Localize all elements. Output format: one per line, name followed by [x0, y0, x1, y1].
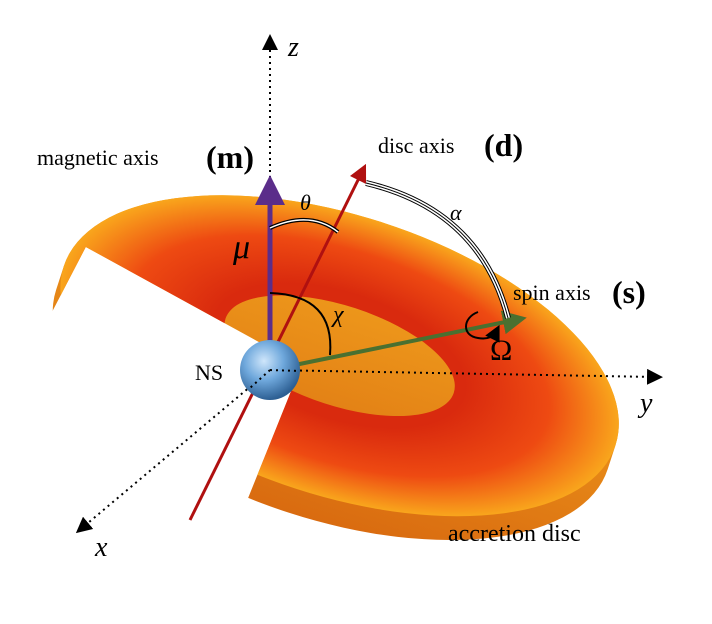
magnetic-axis-symbol: (m): [206, 139, 254, 175]
omega-label: Ω: [490, 334, 512, 367]
y-label: y: [637, 388, 653, 419]
magnetic-axis-label: magnetic axis: [37, 145, 159, 170]
spin-axis-label: spin axis: [513, 280, 591, 305]
z-label: z: [287, 32, 299, 63]
y-axis: [269, 368, 663, 385]
ns-label: NS: [195, 360, 223, 385]
disc-axis-label: disc axis: [378, 133, 454, 158]
accretion-disc-label: accretion disc: [448, 521, 581, 547]
spin-axis-symbol: (s): [612, 274, 646, 310]
x-axis: [75, 369, 271, 534]
disc-axis-symbol: (d): [484, 127, 523, 163]
omega-rotation-icon: [465, 311, 500, 343]
chi-label: χ: [331, 302, 345, 328]
mu-label: μ: [232, 229, 250, 266]
x-label: x: [94, 532, 108, 563]
alpha-label: α: [450, 200, 462, 225]
chi-arc: [269, 292, 332, 356]
spin-axis-arrow: [279, 310, 527, 370]
theta-label: θ: [300, 190, 311, 215]
